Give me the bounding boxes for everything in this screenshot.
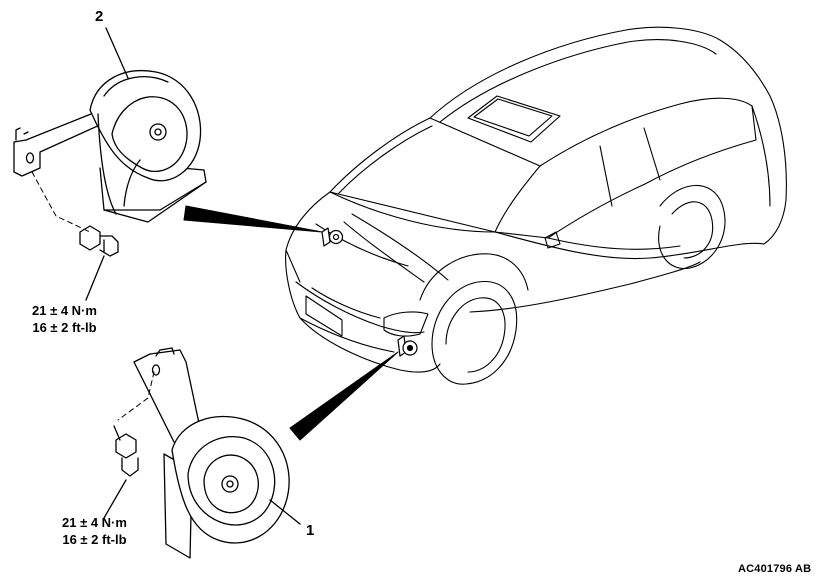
torque-spec-lower: 21 ± 4 N·m 16 ± 2 ft-lb: [62, 514, 127, 548]
horn-icon: [397, 335, 418, 357]
torque-nm-text: 21 ± 4 N·m: [32, 303, 97, 318]
car-outline-icon: [285, 26, 787, 385]
pointer-arrow-icon: [289, 351, 399, 441]
horn-icon: [321, 227, 344, 247]
bracket-icon: [133, 347, 201, 443]
torque-spec-upper: 21 ± 4 N·m 16 ± 2 ft-lb: [32, 302, 97, 336]
horn-icon: [13, 70, 207, 223]
bolt-icon: [113, 425, 139, 477]
callout-label-1: 1: [306, 522, 315, 539]
bolt-icon: [79, 225, 119, 257]
pointer-arrow-icon: [183, 205, 323, 233]
torque-nm-text: 21 ± 4 N·m: [62, 515, 127, 530]
torque-ftlb-text: 16 ± 2 ft-lb: [32, 320, 97, 335]
callout-label-2: 2: [95, 8, 104, 25]
figure-code: AC401796 AB: [738, 563, 812, 575]
horn-icon: [133, 347, 290, 559]
bracket-icon: [13, 111, 103, 177]
torque-ftlb-text: 16 ± 2 ft-lb: [62, 532, 127, 547]
